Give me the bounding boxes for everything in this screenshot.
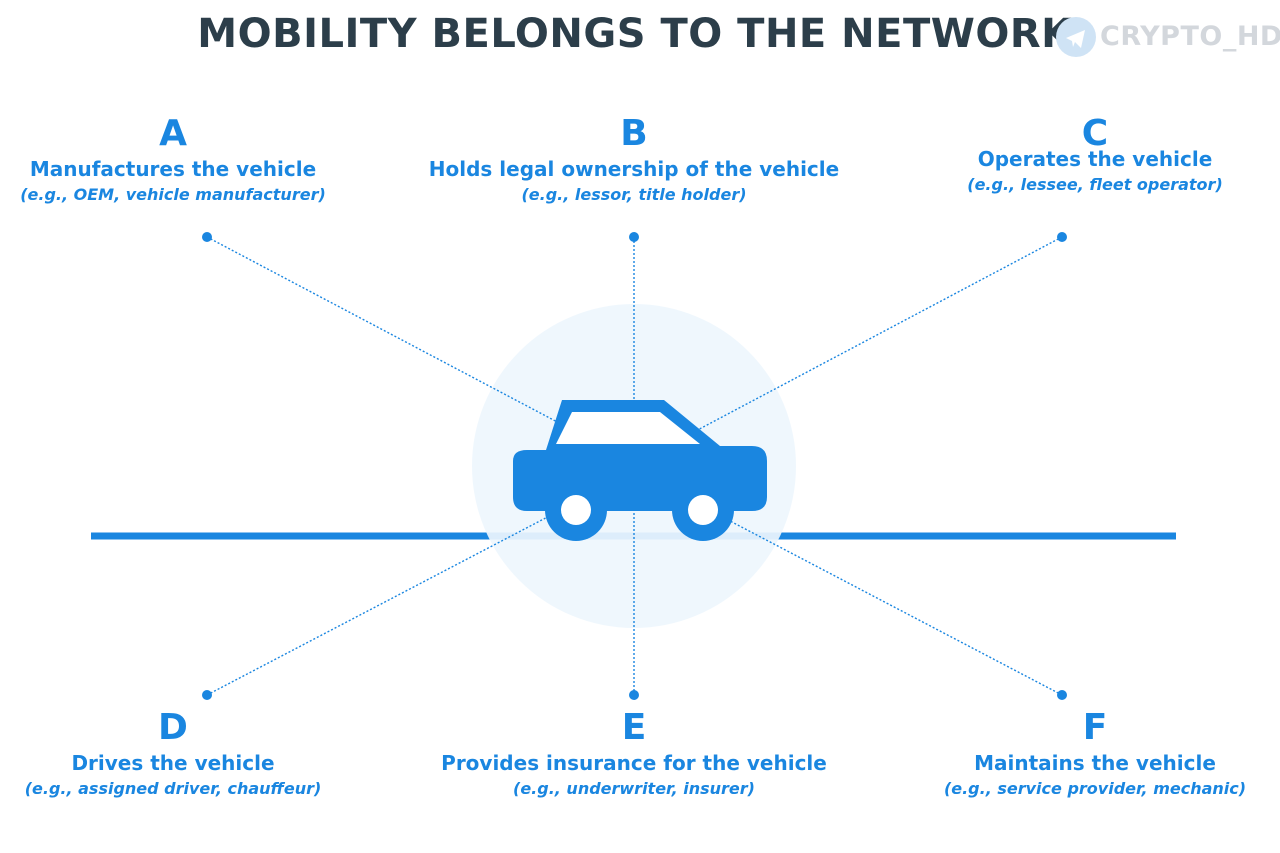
node-example: (e.g., underwriter, insurer) (513, 779, 755, 798)
node-example: (e.g., OEM, vehicle manufacturer) (20, 185, 326, 204)
connector-endpoints (202, 232, 1067, 700)
node-e: E Provides insurance for the vehicle (e.… (414, 706, 854, 802)
endpoint-c (1057, 232, 1067, 242)
node-role: Operates the vehicle (977, 147, 1213, 171)
connector-c (689, 236, 1063, 435)
endpoint-b (629, 232, 639, 242)
node-role: Provides insurance for the vehicle (441, 751, 827, 775)
endpoint-a (202, 232, 212, 242)
node-d: D Drives the vehicle (e.g., assigned dri… (0, 706, 393, 802)
watermark-text: CRYPTO_HD (1100, 21, 1280, 52)
node-letter: C (1081, 113, 1109, 154)
watermark: CRYPTO_HD (1056, 15, 1280, 59)
node-b: B Holds legal ownership of the vehicle (… (414, 112, 854, 208)
node-c: C Operates the vehicle (e.g., lessee, fl… (875, 112, 1280, 198)
endpoint-f (1057, 690, 1067, 700)
page-title: MOBILITY BELONGS TO THE NETWORK (197, 11, 1073, 57)
connector-f (689, 499, 1063, 696)
endpoint-d (202, 690, 212, 700)
node-role: Holds legal ownership of the vehicle (428, 157, 840, 181)
connectors (206, 236, 1063, 696)
node-example: (e.g., lessee, fleet operator) (967, 175, 1223, 194)
node-a: A Manufactures the vehicle (e.g., OEM, v… (0, 112, 393, 208)
node-role: Manufactures the vehicle (29, 157, 317, 181)
node-letter: D (158, 707, 188, 748)
endpoint-e (629, 690, 639, 700)
node-role: Drives the vehicle (71, 751, 275, 775)
node-letter: E (621, 707, 647, 748)
telegram-icon (1056, 17, 1096, 57)
node-letter: A (159, 113, 187, 154)
connector-d (206, 499, 581, 696)
node-f: F Maintains the vehicle (e.g., service p… (875, 706, 1280, 802)
node-letter: B (620, 113, 648, 154)
node-example: (e.g., assigned driver, chauffeur) (24, 779, 322, 798)
node-role: Maintains the vehicle (974, 751, 1216, 775)
car-icon (513, 400, 767, 541)
node-example: (e.g., service provider, mechanic) (943, 779, 1247, 798)
telegram-plane-icon (1066, 30, 1085, 48)
node-example: (e.g., lessor, title holder) (521, 185, 747, 204)
node-letter: F (1082, 707, 1108, 748)
